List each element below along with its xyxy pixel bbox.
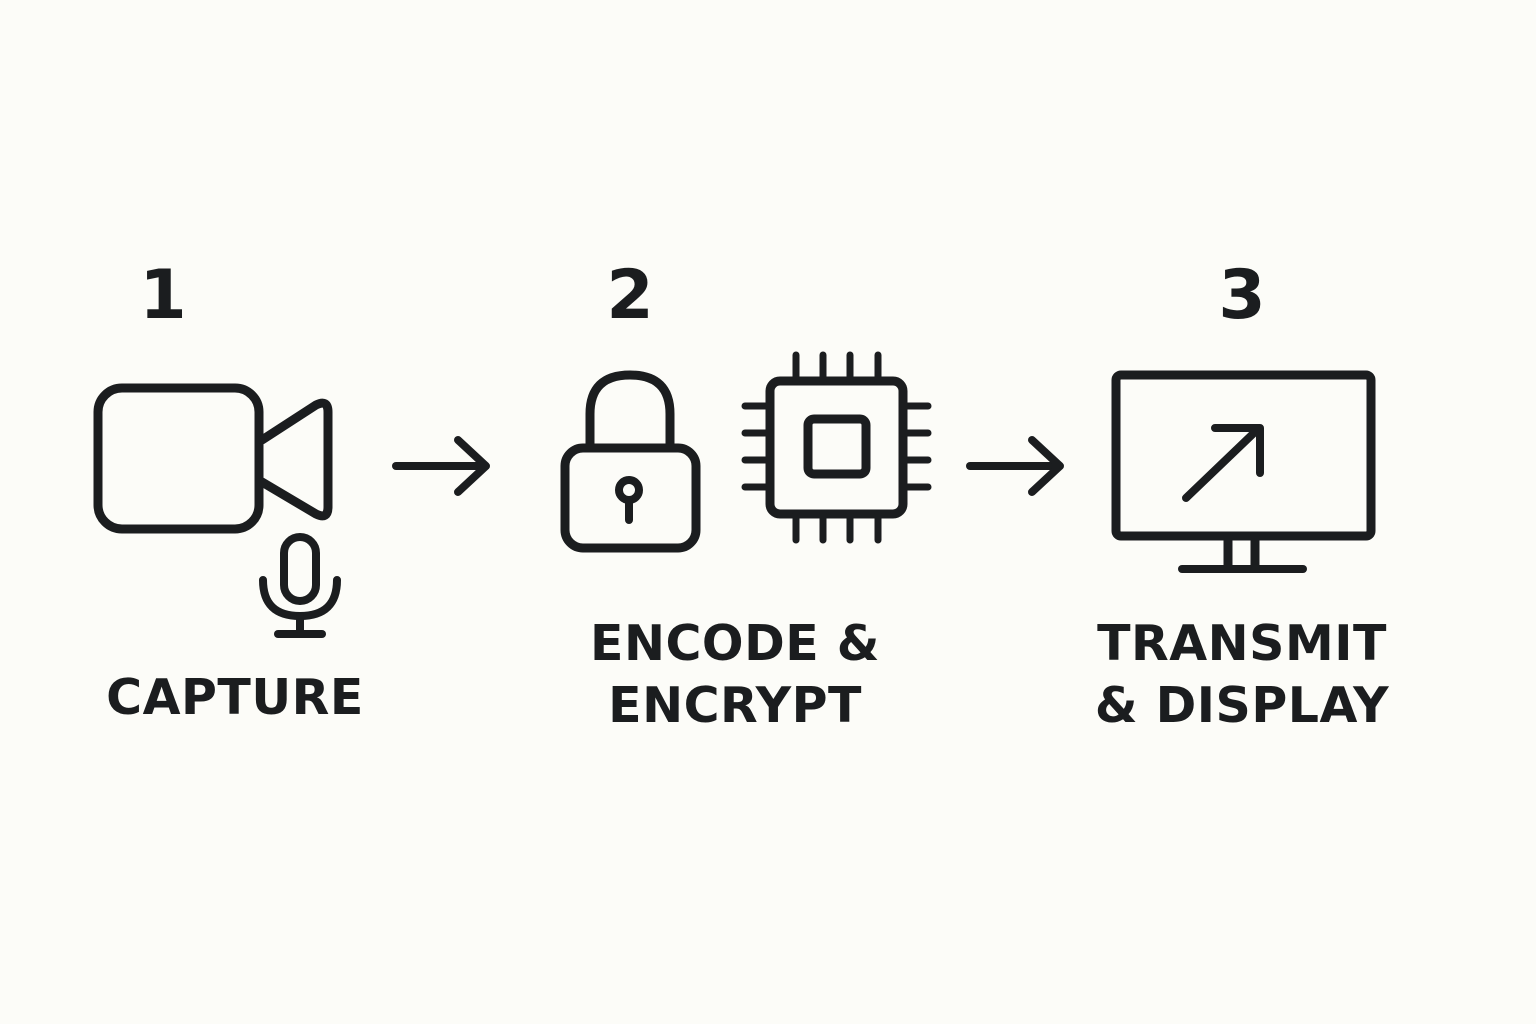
step-2-number: 2: [606, 256, 654, 335]
monitor-arrow-icon: [1111, 370, 1376, 573]
step-3-number: 3: [1218, 256, 1266, 335]
step-2-label-line-2: ENCRYPT: [608, 677, 862, 734]
step-2-label-line-1: ENCODE &: [589, 615, 881, 672]
arrow-right-icon: [392, 436, 490, 496]
step-2-label: ENCODE & ENCRYPT: [565, 613, 905, 737]
step-3-label: TRANSMIT & DISPLAY: [1072, 613, 1412, 737]
step-1-number: 1: [139, 256, 187, 335]
step-3-label-line-1: TRANSMIT: [1097, 615, 1387, 672]
step-1-label-line-1: CAPTURE: [106, 669, 364, 726]
step-1-label: CAPTURE: [85, 667, 385, 729]
step-3-label-line-2: & DISPLAY: [1094, 677, 1390, 734]
video-camera-icon: [93, 383, 333, 534]
microphone-icon: [259, 533, 341, 638]
cpu-chip-icon: [741, 351, 932, 544]
arrow-right-icon: [966, 436, 1064, 496]
padlock-icon: [560, 370, 701, 553]
